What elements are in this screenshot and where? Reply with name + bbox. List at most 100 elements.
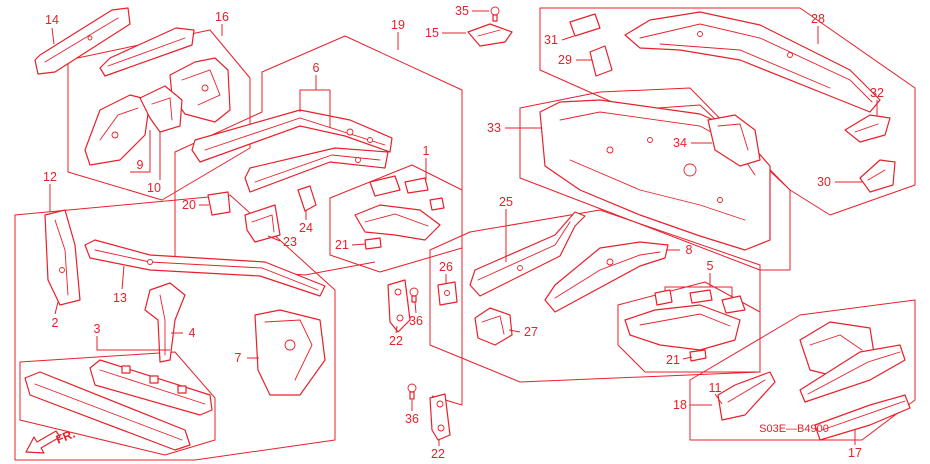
part-9: [84, 94, 151, 166]
callout-number: 30: [817, 175, 831, 189]
part-29: [589, 45, 613, 77]
callout-9: 9: [130, 130, 151, 173]
callout-number: 15: [425, 26, 439, 40]
callout-13: 13: [113, 265, 127, 305]
callout-34: 34: [673, 136, 712, 150]
front-label: FR.: [54, 427, 77, 447]
callout-number: 14: [45, 13, 59, 27]
leader-line: [508, 329, 521, 333]
callout-2: 2: [52, 301, 59, 330]
part-8: [544, 241, 669, 313]
callout-number: 4: [189, 326, 196, 340]
callout-number: 10: [147, 181, 161, 195]
part-1: [354, 175, 445, 241]
leader-line: [96, 336, 170, 351]
callout-33: 33: [487, 121, 542, 135]
leader-line: [51, 27, 55, 45]
part-22-upper: [387, 279, 411, 333]
leader-line: [121, 265, 125, 290]
front-arrow-icon: [25, 430, 61, 454]
leader-line: [561, 35, 575, 41]
callout-15: 15: [425, 26, 466, 40]
part-36-upper: [409, 287, 419, 303]
callout-number: 6: [313, 61, 320, 75]
part-26: [437, 281, 458, 306]
callout-31: 31: [544, 33, 575, 47]
part-5: [624, 289, 746, 351]
callout-number: 35: [455, 4, 469, 18]
leader-line: [54, 301, 59, 315]
callout-number: 26: [439, 260, 453, 274]
callout-14: 14: [45, 13, 59, 45]
callout-number: 17: [848, 446, 862, 460]
callout-32: 32: [870, 86, 884, 116]
leader-line: [414, 301, 417, 314]
callout-number: 22: [431, 447, 445, 461]
part-22-lower: [429, 393, 451, 441]
parts: [24, 6, 911, 451]
callout-number: 34: [673, 136, 687, 150]
frame-group-5: [617, 281, 761, 373]
callout-21-lower: 21: [666, 353, 693, 367]
callout-5: 5: [664, 259, 733, 298]
callout-number: 12: [43, 170, 57, 184]
part-4: [144, 282, 186, 363]
callout-number: 1: [423, 144, 430, 158]
part-25: [469, 211, 586, 297]
callout-number: 36: [409, 314, 423, 328]
callout-17: 17: [848, 430, 862, 460]
leader-line: [395, 325, 398, 334]
callout-number: 18: [673, 398, 687, 412]
callout-20: 20: [182, 198, 209, 212]
part-10: [139, 85, 183, 133]
callout-24: 24: [299, 210, 313, 235]
callout-1: 1: [423, 144, 430, 180]
part-31: [569, 13, 601, 37]
callout-18: 18: [673, 398, 712, 412]
callout-number: 27: [524, 325, 538, 339]
callout-26: 26: [439, 260, 453, 284]
callout-number: 20: [182, 198, 196, 212]
part-36-lower: [407, 383, 417, 400]
callout-10: 10: [147, 132, 161, 195]
callout-number: 22: [389, 334, 403, 348]
callout-number: 21: [335, 238, 349, 252]
callout-36-upper: 36: [409, 301, 423, 328]
callout-number: 21: [666, 353, 680, 367]
callout-4: 4: [171, 326, 196, 340]
callout-8: 8: [666, 243, 693, 257]
part-7: [254, 309, 326, 396]
callout-number: 28: [811, 12, 825, 26]
callout-number: 36: [405, 412, 419, 426]
part-2: [44, 209, 81, 306]
callout-number: 32: [870, 86, 884, 100]
callout-number: 29: [558, 53, 572, 67]
callout-28: 28: [811, 12, 825, 44]
callout-number: 7: [235, 351, 242, 365]
frame-group-17: [689, 299, 916, 441]
callout-36-lower: 36: [405, 400, 419, 426]
callout-35: 35: [455, 4, 489, 18]
callout-number: 23: [283, 235, 297, 249]
part-3: [24, 359, 213, 451]
callout-number: 8: [686, 243, 693, 257]
frame-group-28: [539, 7, 916, 216]
leader-line: [682, 356, 693, 360]
leader-line: [351, 243, 367, 246]
callout-27: 27: [508, 325, 538, 339]
front-direction: FR.: [25, 427, 77, 454]
leader-line: [130, 130, 151, 173]
callout-16: 16: [215, 10, 229, 36]
callout-number: 5: [707, 259, 714, 273]
callout-number: 13: [113, 291, 127, 305]
leader-line: [714, 393, 723, 405]
frame-group-19: [261, 35, 463, 406]
callout-29: 29: [558, 53, 592, 67]
part-24: [297, 185, 317, 212]
callout-30: 30: [817, 175, 862, 189]
callout-22-lower: 22: [431, 439, 445, 461]
callout-number: 3: [94, 322, 101, 336]
leader-line: [267, 235, 281, 242]
callout-number: 16: [215, 10, 229, 24]
callout-11: 11: [709, 381, 723, 405]
